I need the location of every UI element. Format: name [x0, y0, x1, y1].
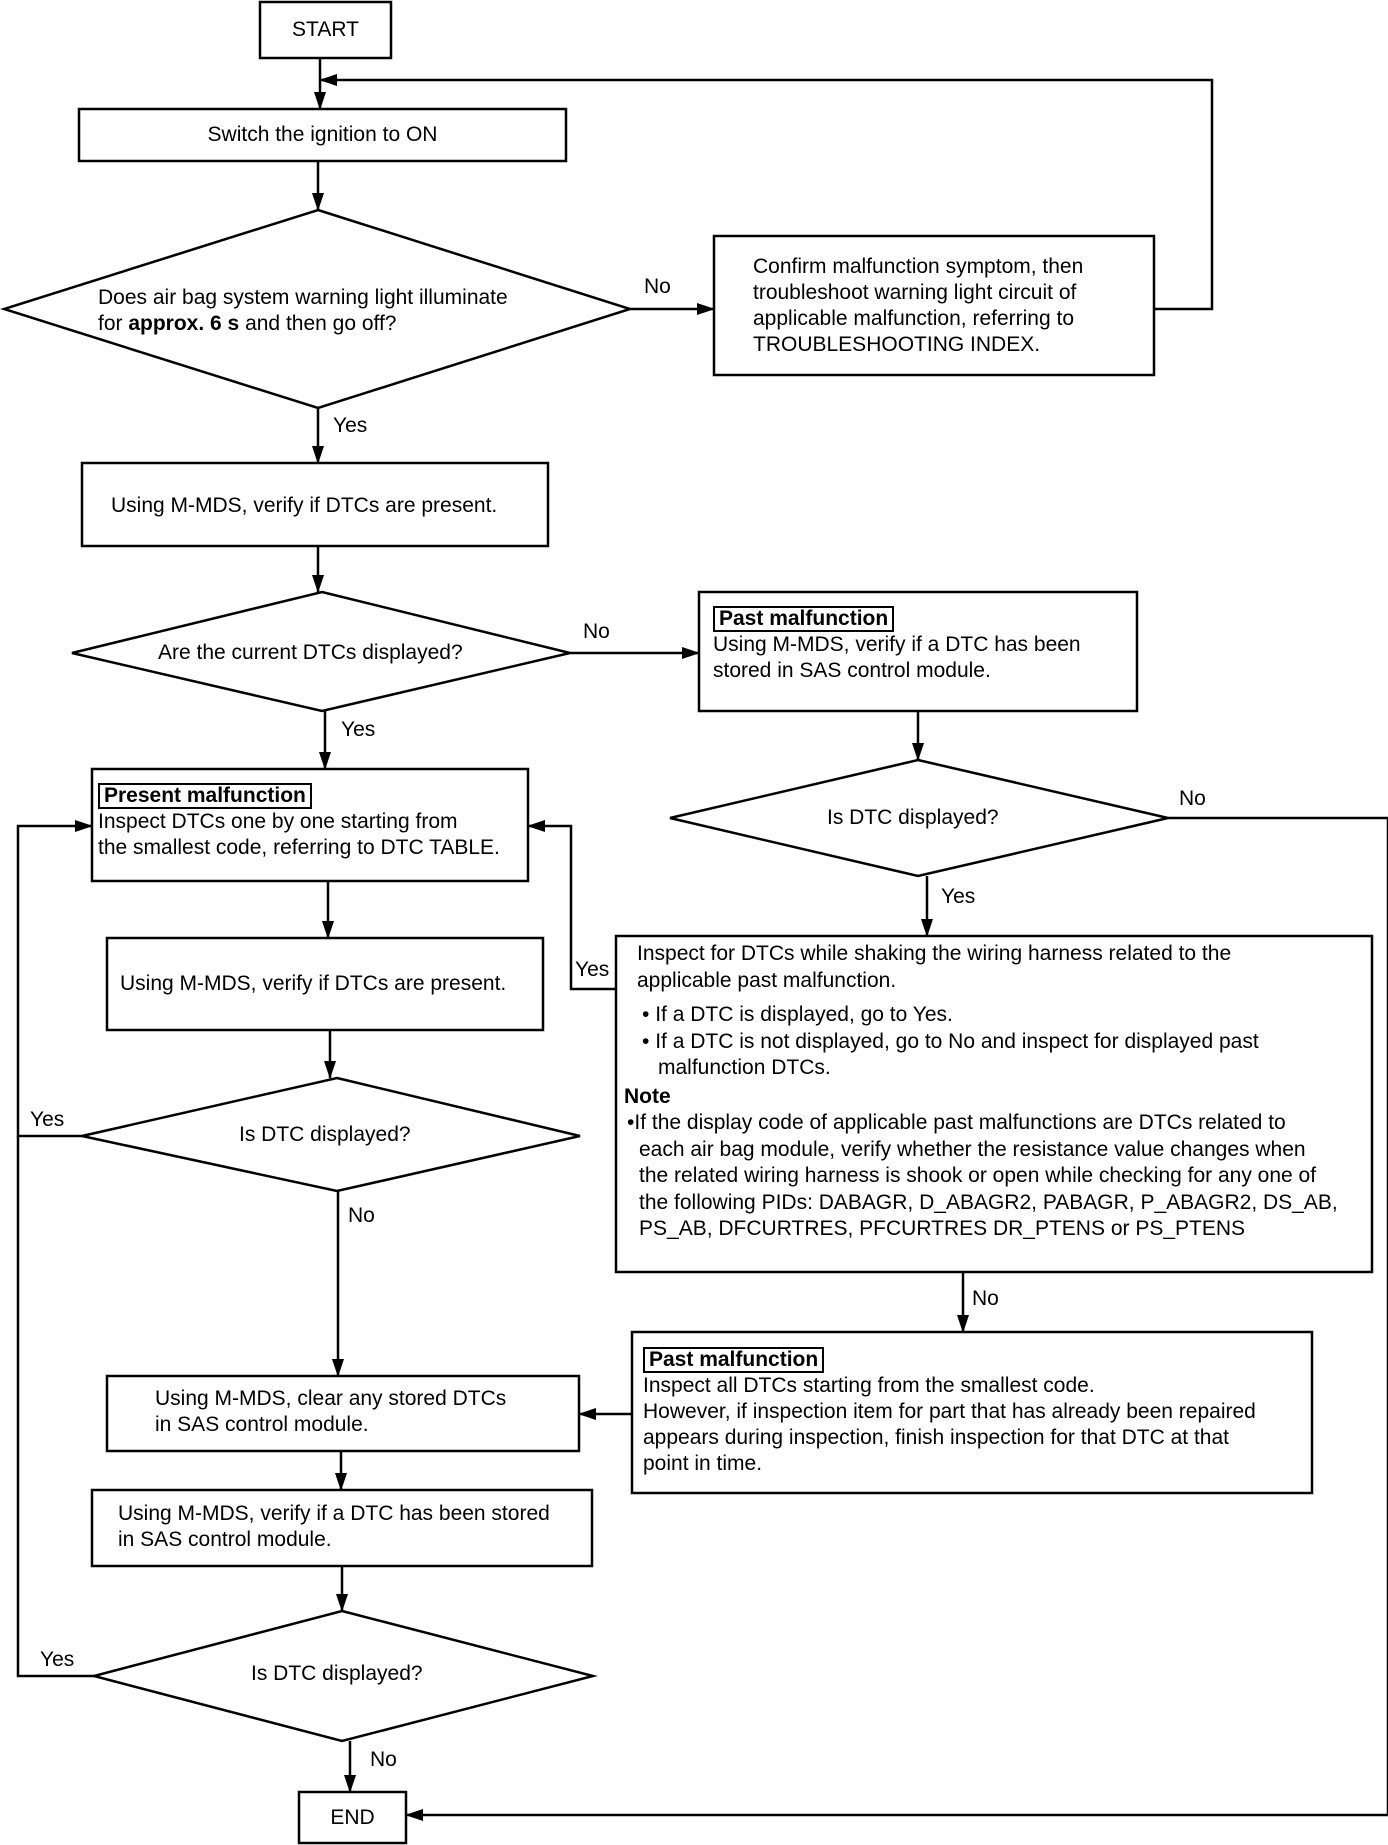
stored-line: Using M-MDS, verify if a DTC has been st…	[118, 1502, 550, 1525]
verify-stored-text: Using M-MDS, verify if a DTC has been st…	[118, 1501, 550, 1553]
note-line: PS_AB, DFCURTRES, PFCURTRES DR_PTENS or …	[639, 1217, 1246, 1240]
present-line: the smallest code, referring to DTC TABL…	[98, 836, 500, 859]
bullet-icon: •	[642, 1029, 650, 1053]
arrow-dtc-mid-yes-to-present	[16, 820, 93, 1138]
end-label: END	[330, 1806, 375, 1829]
shake-line: Inspect for DTCs while shaking the wirin…	[637, 942, 1232, 965]
past-line: Using M-MDS, verify if a DTC has been	[713, 633, 1081, 656]
label-no-shake: No	[972, 1287, 999, 1310]
bullet-text: If a DTC is displayed, go to Yes.	[655, 1003, 953, 1026]
confirm-symptom-text: Confirm malfunction symptom, then troubl…	[753, 254, 1083, 358]
note-title: Note	[624, 1084, 671, 1108]
bullet-text-cont: malfunction DTCs.	[658, 1056, 831, 1079]
verify-dtcs-label-1: Using M-MDS, verify if DTCs are present.	[111, 494, 498, 517]
shake-bullet-1: • If a DTC is displayed, go to Yes.	[637, 1002, 1338, 1029]
note-bullet: •If the display code of applicable past …	[627, 1110, 1338, 1137]
warning-light-post: and then go off?	[239, 312, 397, 335]
current-dtcs-question: Are the current DTCs displayed?	[158, 641, 463, 664]
past2-line: However, if inspection item for part tha…	[643, 1400, 1256, 1423]
dtc-question-mid: Is DTC displayed?	[239, 1123, 411, 1146]
dtc-question-bottom: Is DTC displayed?	[251, 1662, 423, 1685]
label-no-dtc-right: No	[1179, 787, 1206, 810]
label-yes-warning: Yes	[333, 414, 368, 437]
label-yes-dtc-right: Yes	[941, 885, 976, 908]
label-yes-shake: Yes	[575, 958, 610, 981]
present-line: Inspect DTCs one by one starting from	[98, 810, 458, 833]
past-malfunction-tag-1: Past malfunction	[713, 606, 895, 632]
label-no-current: No	[583, 620, 610, 643]
past-malfunction-text-1: Past malfunction Using M-MDS, verify if …	[713, 606, 1081, 684]
bullet-icon: •	[642, 1003, 650, 1026]
confirm-line: TROUBLESHOOTING INDEX.	[753, 333, 1041, 356]
label-yes-dtc-bottom: Yes	[40, 1648, 75, 1671]
dtc-decision-right	[669, 758, 1169, 878]
shake-inspect-text: Inspect for DTCs while shaking the wirin…	[624, 941, 1338, 1243]
note-line: If the display code of applicable past m…	[634, 1111, 1286, 1134]
verify-dtcs-label-2: Using M-MDS, verify if DTCs are present.	[120, 972, 507, 995]
start-label: START	[292, 18, 359, 41]
present-malfunction-text: Present malfunction Inspect DTCs one by …	[98, 783, 500, 861]
warning-light-question: Does air bag system warning light illumi…	[98, 285, 508, 337]
shake-bullet-2: • If a DTC is not displayed, go to No an…	[637, 1029, 1338, 1056]
arrow-confirm-loop-back	[319, 74, 1214, 311]
current-dtcs-decision	[71, 590, 571, 713]
confirm-line: applicable malfunction, referring to	[753, 307, 1075, 330]
ignition-label: Switch the ignition to ON	[207, 123, 438, 146]
past2-line: appears during inspection, finish inspec…	[643, 1426, 1229, 1449]
clear-line: Using M-MDS, clear any stored DTCs	[155, 1387, 507, 1410]
past-line: stored in SAS control module.	[713, 659, 991, 682]
dtc-question-right: Is DTC displayed?	[827, 806, 999, 829]
label-no-dtc-bottom: No	[370, 1748, 397, 1771]
past-malfunction-text-2: Past malfunction Inspect all DTCs starti…	[643, 1347, 1256, 1477]
stored-line: in SAS control module.	[118, 1528, 332, 1551]
past-malfunction-box-2	[630, 1330, 1314, 1495]
past2-line: Inspect all DTCs starting from the small…	[643, 1374, 1095, 1397]
label-no-warning: No	[644, 275, 671, 298]
note-line: the related wiring harness is shook or o…	[639, 1164, 1317, 1187]
bullet-icon: •	[627, 1111, 635, 1134]
warning-light-pre: for	[98, 312, 129, 335]
shake-inspect-box	[614, 934, 1374, 1274]
clear-line: in SAS control module.	[155, 1413, 369, 1436]
note-line: the following PIDs: DABAGR, D_ABAGR2, PA…	[639, 1190, 1338, 1214]
past2-line: point in time.	[643, 1452, 763, 1475]
clear-dtcs-text: Using M-MDS, clear any stored DTCs in SA…	[155, 1386, 506, 1438]
warning-light-line2: for approx. 6 s and then go off?	[98, 311, 508, 337]
present-malfunction-tag: Present malfunction	[98, 783, 312, 809]
start-box	[258, 0, 393, 60]
bullet-text: If a DTC is not displayed, go to No and …	[655, 1029, 1259, 1053]
label-yes-dtc-mid: Yes	[30, 1108, 65, 1131]
note-line: each air bag module, verify whether the …	[639, 1137, 1306, 1161]
arrow-dtc-right-no-to-end	[405, 816, 1388, 1821]
warning-light-line1: Does air bag system warning light illumi…	[98, 286, 508, 309]
arrow-shake-yes-to-present	[527, 820, 616, 991]
label-no-dtc-mid: No	[348, 1204, 375, 1227]
label-yes-current: Yes	[341, 718, 376, 741]
dtc-decision-bottom	[89, 1609, 598, 1743]
past-malfunction-tag-2: Past malfunction	[643, 1347, 825, 1373]
shake-line: applicable past malfunction.	[637, 968, 897, 992]
warning-light-bold: approx. 6 s	[128, 312, 240, 335]
confirm-line: troubleshoot warning light circuit of	[753, 281, 1077, 304]
arrow-dtc-bottom-yes-to-present	[16, 1136, 94, 1678]
confirm-line: Confirm malfunction symptom, then	[753, 255, 1084, 278]
